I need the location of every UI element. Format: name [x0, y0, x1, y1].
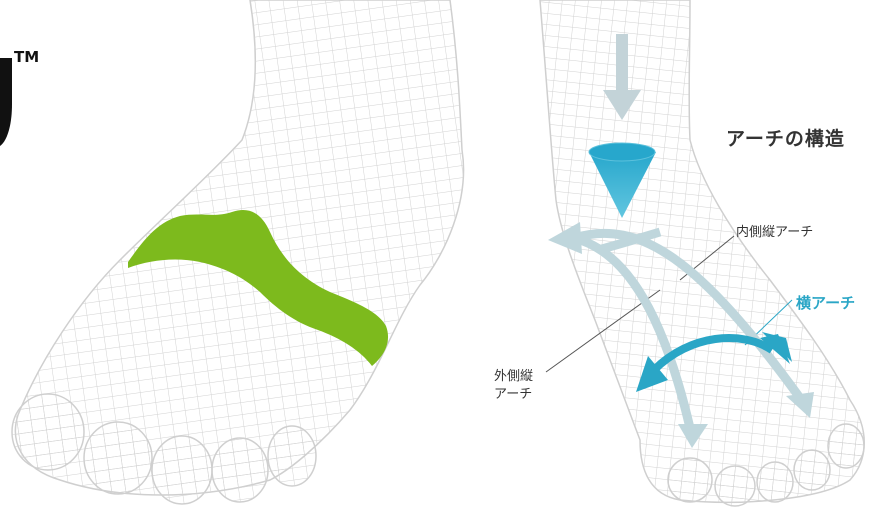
lateral-arch-label-line1: 外側縦 — [494, 369, 533, 384]
trademark-symbol: TM — [14, 48, 39, 66]
transverse-arch-label: 横アーチ — [796, 292, 855, 313]
lateral-arch-label-line2: アーチ — [494, 387, 532, 402]
medial-arch-label: 内側縦アーチ — [736, 221, 813, 240]
logo-mark-fragment — [0, 58, 12, 146]
arch-structure-title: アーチの構造 — [726, 124, 845, 151]
lateral-arch-label: 外側縦 アーチ — [494, 368, 542, 404]
